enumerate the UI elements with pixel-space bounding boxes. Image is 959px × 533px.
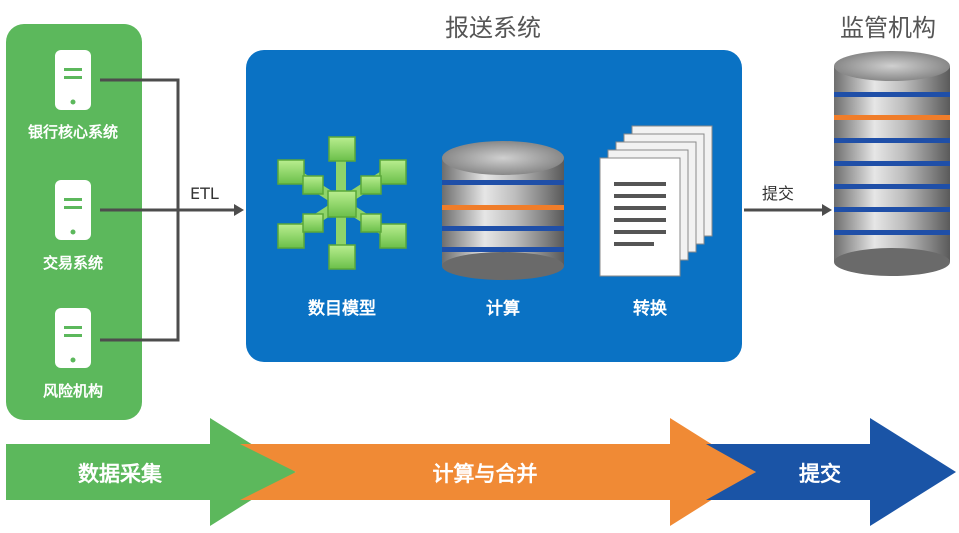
source-label-risk: 风险机构: [42, 382, 103, 400]
step-label-data-model: 数目模型: [308, 299, 376, 319]
etl-arrowhead: [234, 204, 244, 216]
flow-label-compute: 计算与合并: [432, 462, 538, 486]
etl-label: ETL: [190, 184, 219, 203]
step-label-convert: 转换: [633, 299, 667, 319]
step-label-compute: 计算: [486, 299, 520, 319]
documents-icon: [599, 125, 713, 277]
flow-arrow-compute: [240, 418, 756, 526]
report-system-title: 报送系统: [445, 14, 541, 42]
flow-label-submit: 提交: [799, 462, 841, 486]
data-model-icon: [277, 136, 407, 270]
flow-label-collect: 数据采集: [78, 462, 162, 486]
source-label-bank-core: 银行核心系统: [27, 123, 118, 141]
server-icon: [55, 180, 91, 240]
flow-arrow-collect: [6, 418, 296, 526]
regulator-database-icon: [834, 51, 950, 276]
server-icon: [55, 50, 91, 110]
etl-connector: [100, 78, 234, 342]
database-icon: [442, 141, 564, 280]
submit-arrowhead: [822, 204, 832, 216]
submit-edge-label: 提交: [762, 184, 795, 203]
server-icon: [55, 308, 91, 368]
flow-arrow-submit: [706, 418, 956, 526]
regulator-title: 监管机构: [840, 14, 936, 42]
source-label-trading: 交易系统: [42, 254, 103, 272]
